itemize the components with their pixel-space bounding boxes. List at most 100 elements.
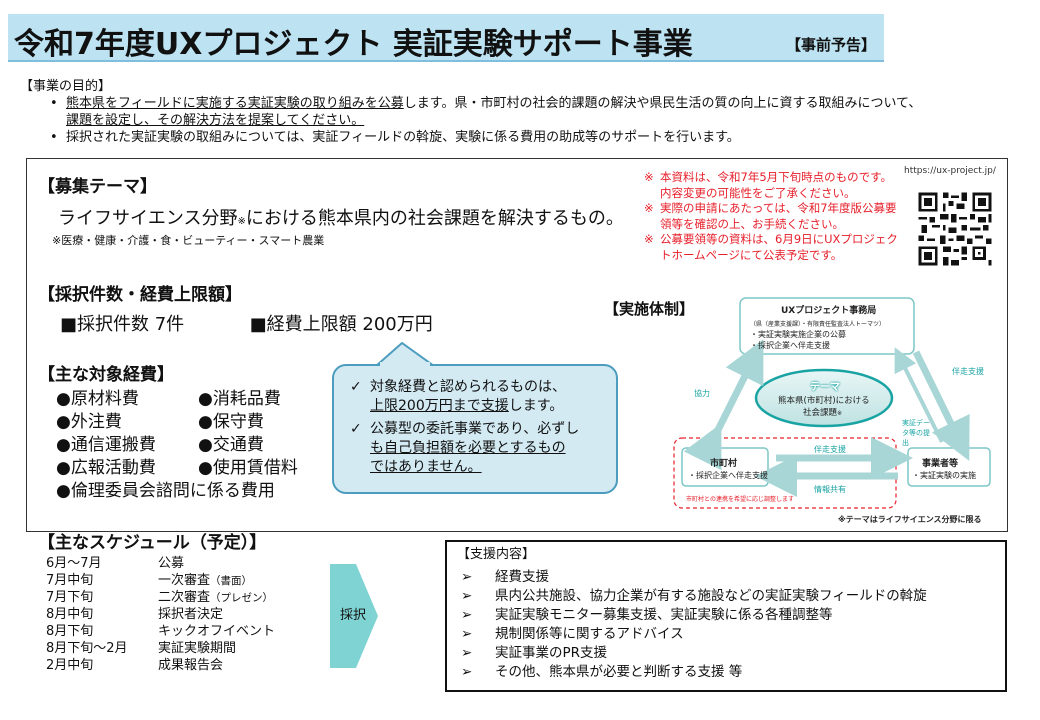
support-text: その他、熊本県が必要と判断する支援 等 — [495, 664, 743, 680]
schedule-event-text: 採択者決定 — [158, 607, 224, 622]
theme-note: ※医療・健康・介護・食・ビューティー・スマート農業 — [52, 234, 325, 247]
theme-text-b: における熊本県内の社会課題を解決するもの。 — [245, 208, 624, 229]
support-text: 実証実験モニター募集支援、実証実験に係る各種調整等 — [495, 607, 833, 623]
support-text: 実証事業のPR支援 — [495, 645, 608, 661]
schedule-date: 2月中旬 — [46, 658, 94, 673]
expenses-heading: 【主な対象経費】 — [38, 365, 174, 385]
note-item: ※ 公募要領等の資料は、6月9日にUXプロジェクトホームページにて公表予定です。 — [644, 232, 898, 263]
theme-text: ライフサイエンス分野※における熊本県内の社会課題を解決するもの。 — [58, 204, 624, 230]
schedule-event-note: （書面） — [210, 575, 253, 587]
implementation-heading: 【実施体制】 — [604, 300, 695, 318]
schedule-event-text: 公募 — [158, 556, 185, 571]
office-title: UXプロジェクト事務局 — [781, 306, 877, 316]
diagram-footnote: ※テーマはライフサイエンス分野に限る — [838, 515, 982, 524]
callout-text: 対象経費と認められるものは、 — [370, 379, 566, 395]
schedule-date: 8月中旬 — [46, 607, 94, 622]
label-info: 情報共有 — [814, 485, 846, 494]
theme-line-1: 熊本県(市町村)における — [778, 396, 870, 406]
expense-item: ●広報活動費 — [56, 458, 156, 478]
theme-text-a: ライフサイエンス分野 — [58, 208, 238, 229]
implementation-diagram — [673, 297, 991, 509]
schedule-event: 採択者決定 — [158, 607, 223, 624]
title-bar — [8, 14, 884, 62]
purpose-text-underlined-2: 課題を設定し、その解決方法を提案してください。 — [66, 113, 365, 128]
arrow-bullet-icon: ➢ — [461, 645, 473, 661]
expense-item: ●消耗品費 — [198, 389, 281, 409]
office-sub: （県（産業支援課）・有限責任監査法人トーマツ） — [750, 321, 886, 328]
adoption-heading: 【採択件数・経費上限額】 — [38, 285, 242, 305]
expense-item: ●原材料費 — [56, 389, 139, 409]
arrow-cooperate — [683, 339, 764, 471]
schedule-heading: 【主なスケジュール（予定）】 — [38, 533, 267, 553]
theme-heading: 【募集テーマ】 — [38, 177, 157, 197]
theme-mark: ※ — [237, 216, 246, 227]
purpose-bullet: 熊本県をフィールドに実施する実証実験の取り組みを公募します。県・市町村の社会的課… — [50, 95, 1030, 129]
label-cooperate: 協力 — [694, 389, 710, 398]
schedule-event: 公募 — [158, 556, 184, 573]
callout-joint — [380, 362, 430, 367]
support-item: ➢ 実証事業のPR支援 — [457, 644, 995, 663]
note-mark: ※ — [644, 232, 654, 246]
purpose-section: 【事業の目的】 熊本県をフィールドに実施する実証実験の取り組みを公募します。県・… — [20, 78, 1030, 146]
arrow-bullet-icon: ➢ — [461, 607, 473, 623]
callout-item: ✓公募型の委託事業であり、必ずしも自己負担額を必要とするものではありません。 — [348, 420, 602, 477]
label-support-mid: 伴走支援 — [814, 445, 846, 454]
arrow-bullet-icon: ➢ — [461, 664, 473, 680]
schedule-event-text: 実証実験期間 — [158, 641, 237, 656]
business-item: ・実証実験の実施 — [912, 471, 976, 480]
chevron-right-icon — [330, 564, 378, 668]
qr-code-icon[interactable] — [916, 190, 994, 268]
office-box — [739, 297, 915, 355]
check-icon: ✓ — [350, 379, 362, 395]
arrow-support-right — [912, 350, 970, 461]
callout-text: します。 — [508, 398, 564, 414]
schedule-event-note: （プレゼン） — [210, 592, 274, 604]
city-note: 市町村との連携を希望に応じ調整します — [686, 496, 794, 503]
arrow-label: 採択 — [339, 608, 366, 623]
note-item: ※ 実際の申請にあたっては、令和7年度版公募要領等を確認の上、お手続ください。 — [644, 201, 898, 232]
schedule-event-text: 二次審査 — [158, 590, 211, 605]
adoption-limit: ■経費上限額 200万円 — [249, 314, 433, 335]
schedule-event-text: 成果報告会 — [158, 658, 224, 673]
arrow-bullet-icon: ➢ — [461, 626, 473, 642]
office-item: ・採択企業へ伴走支援 — [750, 341, 830, 350]
adoption-row: ■採択件数 7件 ■経費上限額 200万円 — [60, 310, 433, 336]
page-subtitle: 【事前予告】 — [786, 36, 877, 54]
arrow-bullet-icon: ➢ — [461, 569, 473, 585]
purpose-text: 採択された実証実験の取組みについては、実証フィールドの斡旋、実験に係る費用の助成… — [66, 130, 740, 145]
page-title: 令和7年度UXプロジェクト 実証実験サポート事業 — [14, 27, 693, 62]
label-data: 実証データ等の提出 — [902, 419, 930, 447]
business-title: 事業者等 — [922, 459, 959, 469]
callout-box: ✓ 対象経費と認められるものは、上限200万円まで支援します。 ✓公募型の委託事業… — [332, 364, 618, 494]
city-item: ・採択企業へ伴走支援 — [688, 471, 768, 480]
schedule-event: 成果報告会 — [158, 658, 223, 675]
city-title: 市町村 — [710, 459, 738, 469]
support-text: 経費支援 — [495, 569, 549, 585]
note-text: 公募要領等の資料は、6月9日にUXプロジェクトホームページにて公表予定です。 — [660, 232, 898, 262]
expense-item: ●使用賃借料 — [198, 458, 298, 478]
expense-item: ●交通費 — [198, 435, 264, 455]
expense-item: ●倫理委員会諮問に係る費用 — [56, 481, 275, 501]
schedule-date: 8月下旬～2月 — [46, 641, 128, 656]
note-text: 実際の申請にあたっては、令和7年度版公募要領等を確認の上、お手続ください。 — [660, 201, 897, 231]
schedule-event: 二次審査（プレゼン） — [158, 590, 273, 607]
schedule-event: キックオフイベント — [158, 624, 275, 641]
support-item: ➢県内公共施設、協力企業が有する施設などの実証実験フィールドの斡旋 — [457, 587, 995, 606]
schedule-event: 一次審査（書面） — [158, 573, 252, 590]
project-url[interactable]: https://ux-project.jp/ — [904, 166, 996, 176]
arrow-data — [894, 347, 944, 443]
purpose-text-underlined: 熊本県をフィールドに実施する実証実験の取り組みを公募 — [66, 96, 404, 111]
note-text: 本資料は、令和7年5月下旬時点のものです。内容変更の可能性をご了承ください。 — [660, 170, 892, 200]
notes-list: ※本資料は、令和7年5月下旬時点のものです。内容変更の可能性をご了承ください。 … — [644, 170, 898, 263]
support-text: 規制関係等に関するアドバイス — [495, 626, 684, 642]
callout-item: ✓ 対象経費と認められるものは、上限200万円まで支援します。 — [348, 378, 602, 416]
purpose-text: します。県・市町村の社会的課題の解決や県民生活の質の向上に資する取組みについて、 — [403, 96, 922, 111]
arrow-bullet-icon: ➢ — [461, 588, 473, 604]
support-box: 【支援内容】 ➢経費支援 ➢県内公共施設、協力企業が有する施設などの実証実験フィ… — [445, 540, 1007, 692]
expense-item: ●外注費 — [56, 412, 122, 432]
callout-text-underlined: 上限200万円まで支援 — [370, 398, 509, 414]
note-item: ※本資料は、令和7年5月下旬時点のものです。内容変更の可能性をご了承ください。 — [644, 170, 898, 201]
support-item: ➢ その他、熊本県が必要と判断する支援 等 — [457, 663, 995, 682]
note-mark: ※ — [644, 201, 654, 215]
callout-text-underlined: も自己負担額を必要とするもの — [370, 440, 566, 456]
